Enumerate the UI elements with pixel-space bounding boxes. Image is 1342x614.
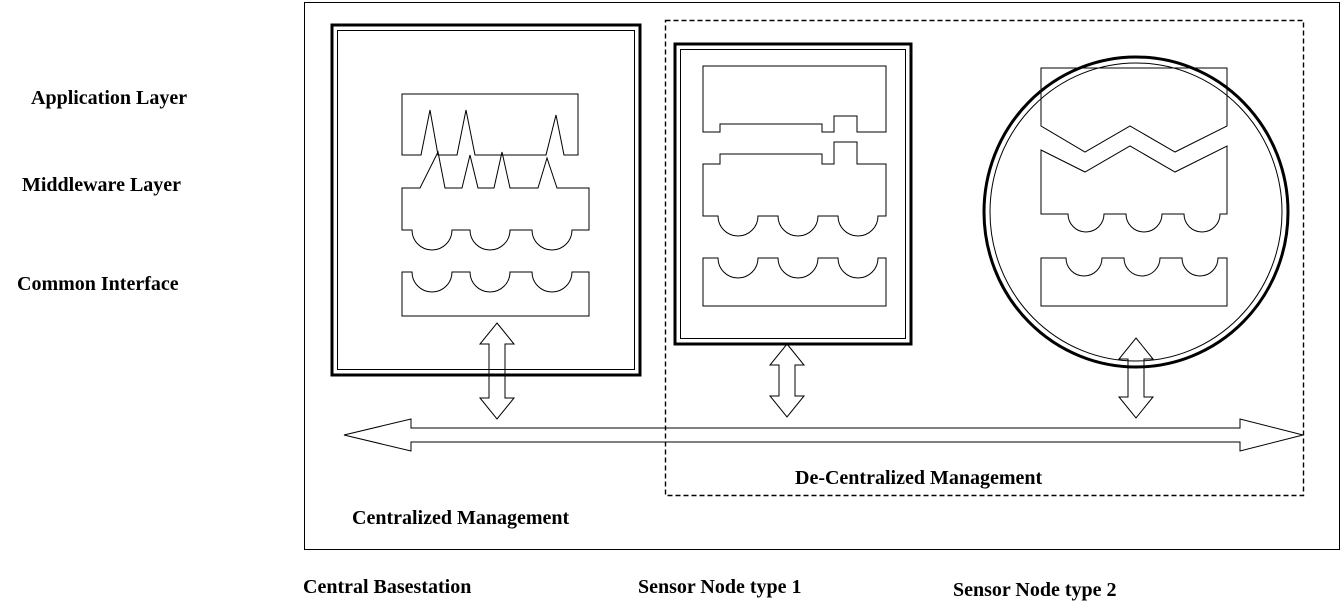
basestation-application-shape [401, 93, 579, 156]
basestation-link-arrow [478, 322, 516, 420]
sensor2-middleware-shape [1040, 145, 1228, 233]
decentralized-region [664, 19, 1305, 497]
communication-bus-arrow [343, 418, 1304, 452]
sensor1-middleware-shape [702, 141, 887, 237]
application-layer-label: Application Layer [31, 87, 188, 109]
decentralized-management-label: De-Centralized Management [795, 467, 1043, 489]
sensor1-link-arrow [768, 343, 806, 418]
central-basestation-box [330, 23, 642, 377]
central-basestation-label: Central Basestation [303, 576, 472, 598]
basestation-common-shape [401, 271, 590, 317]
sensor2-application-shape [1040, 67, 1228, 153]
sensor1-application-shape [702, 65, 887, 133]
common-interface-label: Common Interface [17, 273, 179, 295]
sensor1-common-shape [702, 257, 887, 307]
sensor-node-1-label: Sensor Node type 1 [638, 576, 802, 598]
sensor-node-1-box [673, 42, 913, 346]
centralized-management-label: Centralized Management [352, 507, 570, 529]
outer-frame [304, 2, 1340, 550]
basestation-middleware-shape [401, 150, 590, 251]
middleware-layer-label: Middleware Layer [22, 174, 182, 196]
sensor2-common-shape [1040, 257, 1228, 307]
sensor-node-2-circle [982, 55, 1290, 369]
sensor-node-2-label: Sensor Node type 2 [953, 579, 1117, 601]
sensor2-link-arrow [1117, 337, 1155, 419]
